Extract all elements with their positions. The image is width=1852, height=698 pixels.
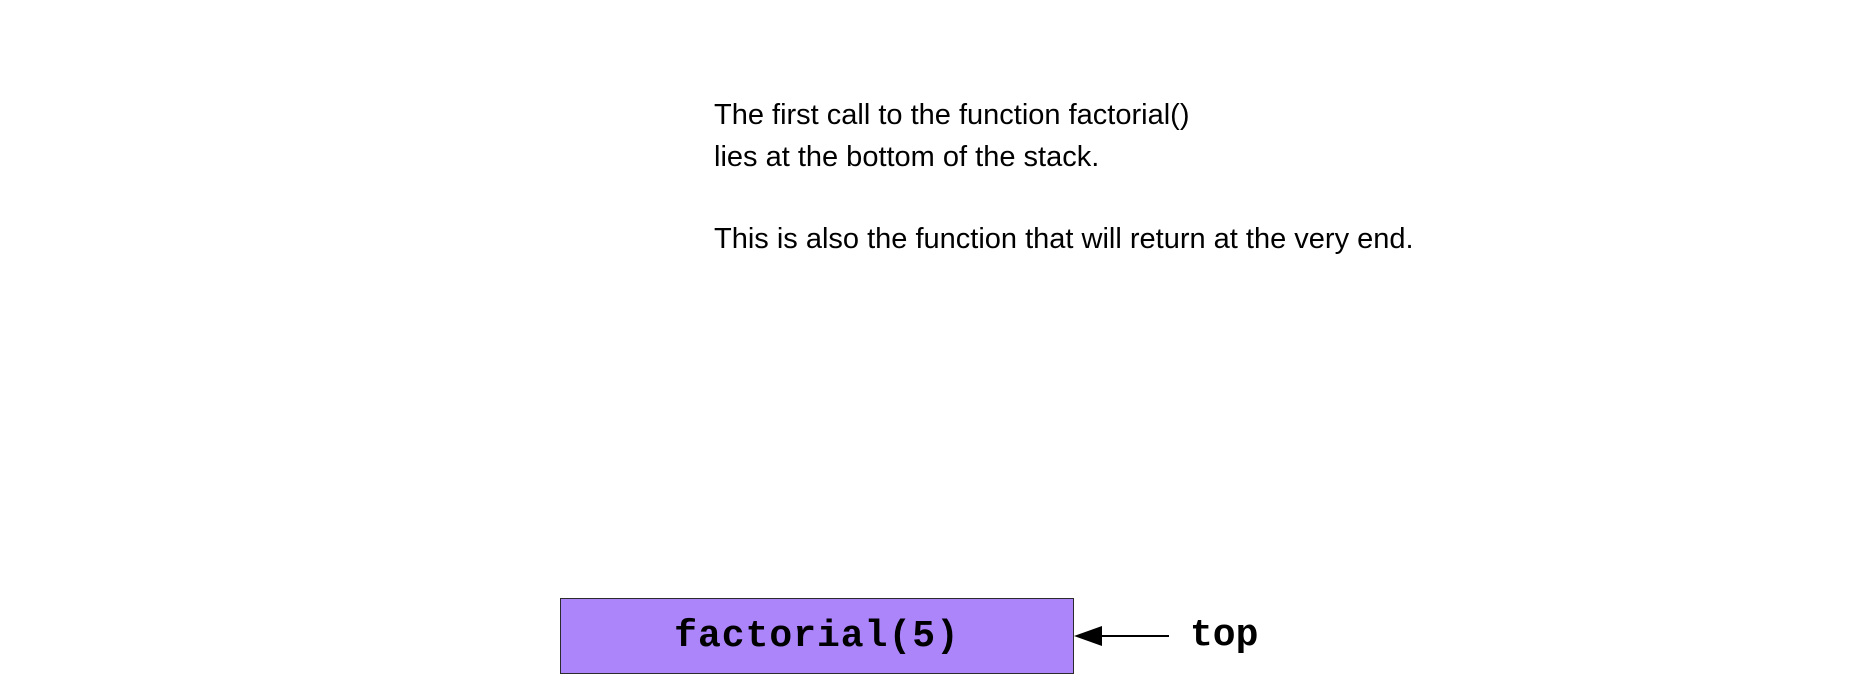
top-pointer-arrow [1074,626,1169,646]
caption-line-3: This is also the function that will retu… [714,223,1414,255]
caption-line-2: lies at the bottom of the stack. [714,141,1100,173]
caption-text: The first call to the function factorial… [714,94,1414,260]
top-pointer-label: top [1190,614,1259,657]
caption-line-1: The first call to the function factorial… [714,99,1190,131]
top-pointer-arrow-head [1074,626,1102,646]
caption-spacer [714,178,1414,218]
stack-frame-label: factorial(5) [674,614,960,658]
stack-frame-factorial-5: factorial(5) [560,598,1074,674]
